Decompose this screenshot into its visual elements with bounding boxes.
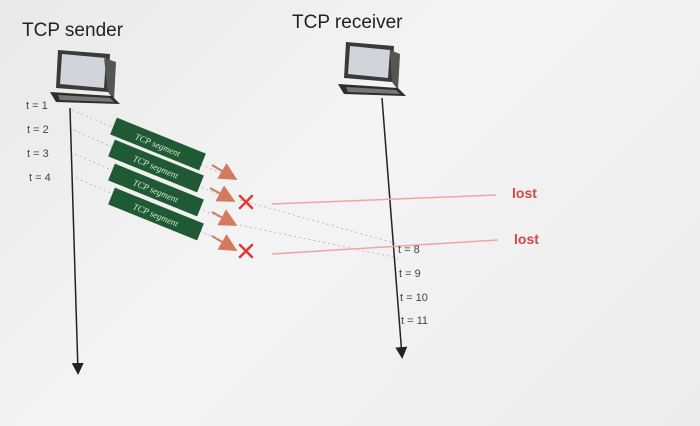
segment-arrow-3 bbox=[211, 209, 238, 226]
loss-marker-1 bbox=[238, 194, 497, 210]
computer-icon bbox=[338, 42, 406, 96]
receiver-tick: t = 9 bbox=[399, 268, 421, 280]
loss-marker-2 bbox=[238, 239, 499, 259]
segment-arrow-2 bbox=[209, 185, 236, 202]
segment-arrow-4 bbox=[211, 234, 238, 252]
x-mark-icon bbox=[238, 243, 254, 259]
sender-timeline bbox=[69, 107, 84, 375]
sender-title: TCP sender bbox=[22, 20, 124, 41]
x-mark-icon bbox=[238, 194, 254, 210]
sender-tick: t = 2 bbox=[27, 124, 49, 136]
segment-arrow-1 bbox=[211, 163, 238, 181]
propagation-lines bbox=[71, 109, 399, 259]
computer-icon bbox=[50, 50, 120, 104]
loss-line-1 bbox=[271, 194, 497, 205]
receiver-timeline bbox=[381, 97, 408, 359]
receiver-tick: t = 8 bbox=[398, 244, 420, 256]
sender-tick: t = 1 bbox=[26, 100, 48, 112]
lost-label-2: lost bbox=[514, 231, 539, 247]
sender-tick: t = 3 bbox=[27, 148, 49, 160]
receiver-title: TCP receiver bbox=[292, 12, 403, 33]
sender-tick: t = 4 bbox=[29, 172, 51, 184]
lost-label-1: lost bbox=[512, 185, 537, 201]
receiver-tick: t = 10 bbox=[400, 292, 428, 304]
receiver-tick: t = 11 bbox=[401, 315, 429, 327]
loss-line-2 bbox=[271, 239, 499, 255]
